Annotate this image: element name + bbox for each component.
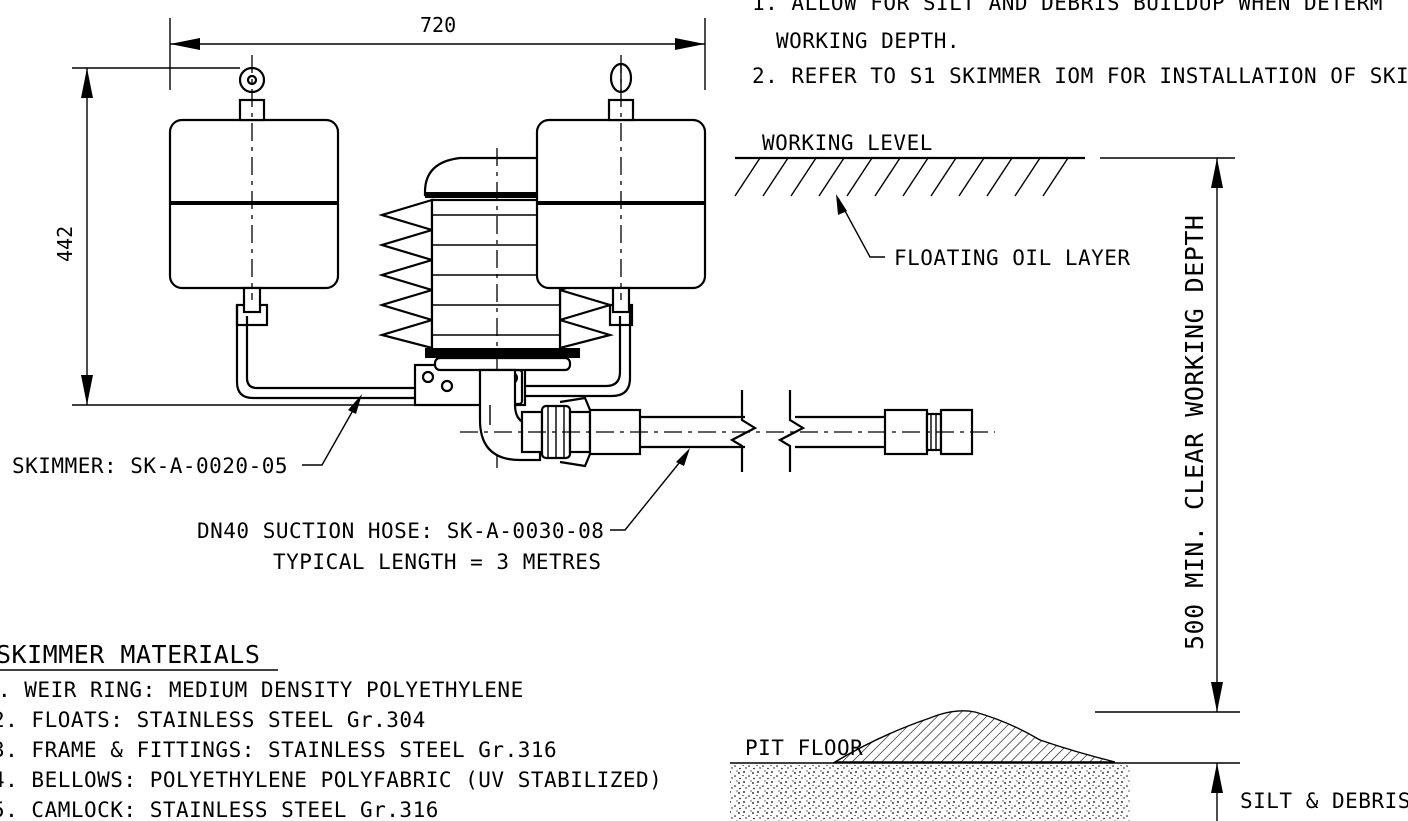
skimmer-label: SKIMMER: SK-A-0020-05 — [12, 454, 288, 478]
material-item: 3. FRAME & FITTINGS: STAINLESS STEEL Gr.… — [0, 738, 557, 762]
note-1-line-2: WORKING DEPTH. — [776, 29, 960, 53]
pit-floor: PIT FLOOR — [730, 710, 1160, 821]
frame-arm-left — [235, 305, 415, 400]
pit-floor-ground — [730, 765, 1130, 821]
height-dimension-value: 442 — [53, 226, 77, 262]
silt-debris-label: SILT & DEBRIS — [1240, 789, 1408, 813]
hose-label: DN40 SUCTION HOSE: SK-A-0030-08 — [197, 519, 604, 543]
dim-arrow-top — [81, 68, 93, 98]
bolt-icon — [421, 370, 435, 384]
callout-skimmer: SKIMMER: SK-A-0020-05 — [12, 394, 362, 478]
bellows-left-pleats — [377, 198, 436, 350]
working-level: WORKING LEVEL FLOATING OIL LAYER — [734, 131, 1235, 270]
suction-hose — [460, 390, 995, 472]
camlock-adapter — [939, 408, 974, 456]
floating-oil-label: FLOATING OIL LAYER — [894, 246, 1131, 270]
silt-debris-mound — [832, 710, 1116, 763]
depth-arrow-bottom — [1211, 682, 1223, 712]
width-dimension: 720 — [169, 13, 706, 90]
frame-arm-right — [520, 305, 632, 398]
silt-arrow — [1211, 763, 1223, 793]
general-notes: 1. ALLOW FOR SILT AND DEBRIS BUILDUP WHE… — [752, 0, 1408, 88]
break-line-left — [729, 390, 758, 472]
bolt-icon — [440, 379, 454, 393]
dim-arrow-right — [675, 38, 705, 50]
materials-heading: SKIMMER MATERIALS — [0, 640, 260, 669]
note-1-line-1: 1. ALLOW FOR SILT AND DEBRIS BUILDUP WHE… — [752, 0, 1383, 15]
hose-length-label: TYPICAL LENGTH = 3 METRES — [273, 550, 602, 574]
material-item: 4. BELLOWS: POLYETHYLENE POLYFABRIC (UV … — [0, 768, 662, 792]
material-item: 5. CAMLOCK: STAINLESS STEEL Gr.316 — [0, 798, 439, 821]
material-item: 2. FLOATS: STAINLESS STEEL Gr.304 — [0, 708, 426, 732]
depth-arrow-top — [1211, 158, 1223, 188]
note-2: 2. REFER TO S1 SKIMMER IOM FOR INSTALLAT… — [752, 64, 1408, 88]
depth-dimension: 500 MIN. CLEAR WORKING DEPTH SILT & DEBR… — [1095, 158, 1408, 821]
break-line-right — [777, 390, 806, 472]
callout-hose: DN40 SUCTION HOSE: SK-A-0030-08 TYPICAL … — [197, 448, 690, 574]
dim-arrow-bottom — [81, 375, 93, 405]
working-depth-label: 500 MIN. CLEAR WORKING DEPTH — [1180, 215, 1209, 650]
skimmer-materials: SKIMMER MATERIALS . WEIR RING: MEDIUM DE… — [0, 640, 662, 821]
pit-floor-label: PIT FLOOR — [745, 736, 863, 760]
dim-arrow-left — [170, 38, 200, 50]
height-dimension: 442 — [53, 67, 500, 406]
width-dimension-value: 720 — [420, 13, 456, 37]
bellows-bottom-ring — [425, 348, 580, 358]
skimmer-assembly — [168, 55, 707, 468]
surface-hatching — [734, 157, 1069, 197]
working-level-label: WORKING LEVEL — [762, 131, 933, 155]
material-item: . WEIR RING: MEDIUM DENSITY POLYETHYLENE — [0, 678, 524, 702]
